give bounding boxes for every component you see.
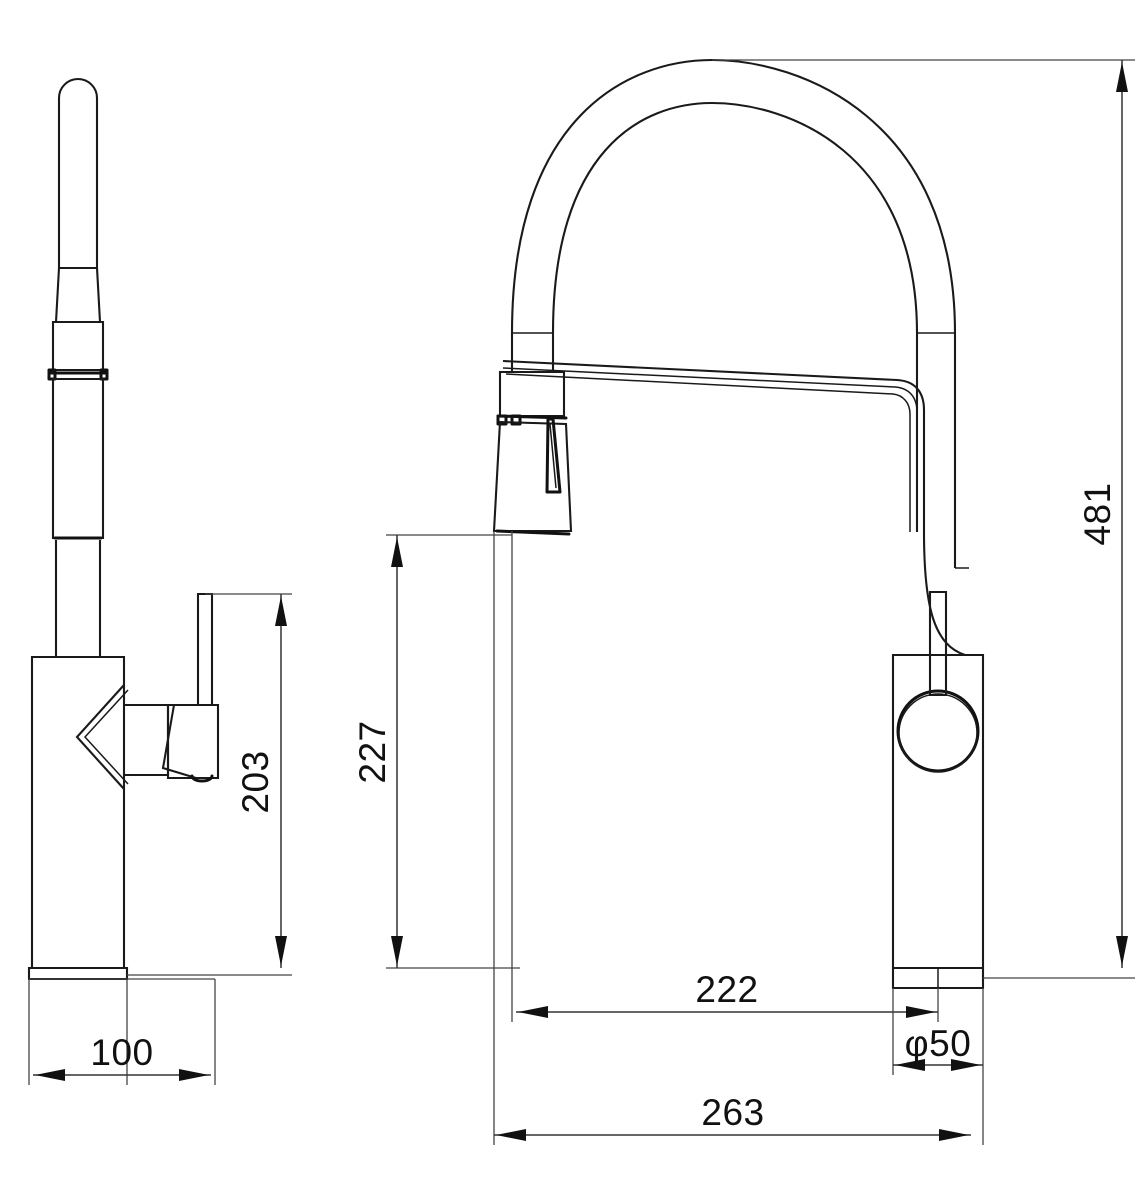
dimension-value-481: 481 — [1077, 482, 1118, 545]
front-handle-knob — [896, 689, 980, 773]
dimension-base-depth: 100 — [28, 978, 216, 1085]
dimension-value-227: 227 — [352, 720, 393, 783]
dimension-base-diameter: φ50 — [892, 988, 984, 1075]
side-lever-block — [161, 703, 220, 783]
front-view — [492, 58, 985, 990]
front-arch-left-limb — [510, 332, 555, 372]
side-spray-body — [51, 377, 105, 540]
side-handle-wedge — [75, 684, 170, 790]
front-lever-bar — [928, 590, 948, 697]
dimension-value-263: 263 — [701, 1092, 764, 1133]
dimension-value-100: 100 — [90, 1032, 153, 1073]
dimension-handle-height: 203 — [127, 593, 292, 976]
side-hose-shaft — [54, 540, 102, 657]
dimension-overall-width: 263 — [493, 531, 984, 1145]
front-spring-arm — [502, 359, 926, 532]
side-body-column — [30, 655, 126, 970]
front-base-plate — [891, 966, 985, 990]
dimension-height-overall: 481 — [712, 59, 1135, 979]
front-arch-right-limb — [915, 332, 957, 423]
dimension-value-diameter-50: φ50 — [905, 1023, 972, 1064]
side-lever-bar — [196, 592, 214, 707]
front-spray-head-body — [492, 417, 573, 536]
side-view — [27, 78, 220, 981]
side-spray-collar — [47, 320, 109, 381]
front-body-upper — [915, 423, 969, 656]
side-base-plate — [27, 966, 129, 981]
front-spray-collar — [496, 370, 568, 426]
dimension-value-222: 222 — [695, 969, 758, 1010]
side-spray-head — [54, 78, 102, 324]
dimension-spray-head-height: 227 — [352, 534, 520, 969]
dimension-spout-reach: 222 — [511, 531, 939, 1022]
dimension-value-203: 203 — [235, 750, 276, 813]
front-gooseneck-arch — [510, 58, 957, 334]
